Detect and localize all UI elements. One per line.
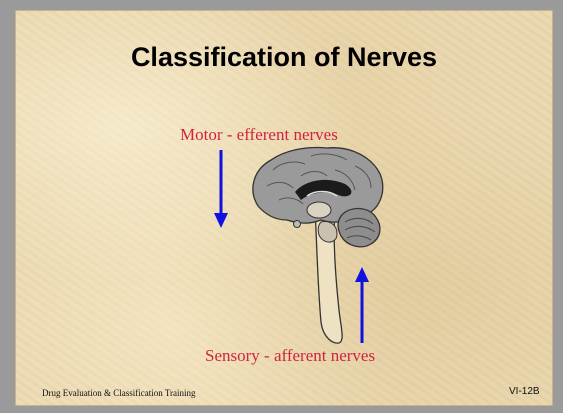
sensory-afferent-label: Sensory - afferent nerves xyxy=(205,346,375,366)
footer-course-name: Drug Evaluation & Classification Trainin… xyxy=(42,388,196,398)
arrow-down-icon xyxy=(214,150,228,228)
footer-slide-number: VI-12B xyxy=(509,386,540,397)
arrow-up-icon xyxy=(355,267,369,343)
slide: Classification of Nerves Motor - efferen… xyxy=(15,10,553,406)
